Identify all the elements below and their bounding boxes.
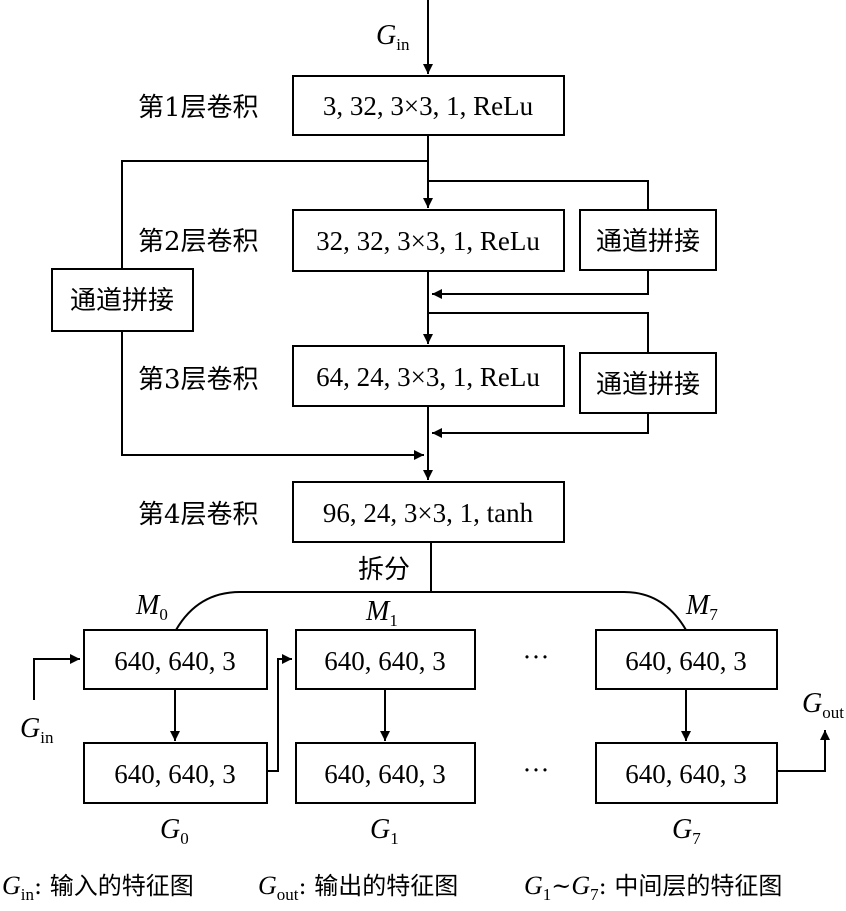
m0-label: M0 (135, 590, 168, 624)
layer3-box (292, 345, 565, 407)
top-box-7-text: 640, 640, 3 (625, 646, 747, 676)
layer4-box (292, 481, 565, 543)
left-skip-bottom (121, 331, 424, 460)
right-concat-box-1 (579, 209, 717, 271)
layer3-label: 第3层卷积 (138, 365, 259, 395)
g0-to-m1-arrow (267, 654, 292, 772)
right-skip-1-bottom (432, 270, 649, 299)
top-box-1-text: 640, 640, 3 (324, 646, 446, 676)
top-ellipsis: ··· (523, 642, 550, 672)
layer1-label: 第1层卷积 (138, 93, 259, 123)
output-arrow (777, 730, 830, 772)
layer2-params: 32, 32, 3×3, 1, ReLu (316, 226, 540, 256)
input-label: Gin (376, 20, 410, 54)
right-skip-2-bottom (432, 413, 649, 438)
layer2-box (292, 209, 565, 272)
top-box-7 (595, 629, 778, 690)
m1-label: M1 (365, 596, 398, 630)
legend-item-gout: Gout: 输出的特征图 (258, 871, 458, 904)
left-concat-box (51, 268, 194, 332)
bottom-box-1 (295, 742, 476, 804)
right-concat-label-2: 通道拼接 (596, 370, 700, 400)
bottom-ellipsis: ··· (523, 755, 550, 785)
bottom-box-0 (83, 742, 268, 804)
g7-label: G7 (672, 814, 701, 848)
bottom-box-0-text: 640, 640, 3 (114, 759, 236, 789)
bottom-box-7 (595, 742, 778, 804)
g0-label: G0 (160, 814, 189, 848)
layer3-params: 64, 24, 3×3, 1, ReLu (316, 362, 540, 392)
split-label: 拆分 (358, 555, 410, 585)
right-skip-2-top (428, 312, 649, 353)
layer4-params: 96, 24, 3×3, 1, tanh (323, 498, 534, 528)
m7-label: M7 (685, 590, 718, 624)
right-skip-1-top (428, 180, 649, 210)
legend-item-gin: Gin: 输入的特征图 (2, 871, 194, 904)
right-concat-label-1: 通道拼接 (596, 227, 700, 257)
left-concat-label: 通道拼接 (70, 286, 174, 316)
layer1-params: 3, 32, 3×3, 1, ReLu (323, 91, 534, 121)
right-concat-box-2 (579, 352, 717, 414)
bottom-box-7-text: 640, 640, 3 (625, 759, 747, 789)
output-label: Gout (802, 688, 844, 722)
top-box-0 (83, 629, 268, 690)
split-branches (175, 591, 687, 631)
left-input-label: Gin (20, 713, 54, 747)
layer4-label: 第4层卷积 (138, 500, 259, 530)
left-skip-top (121, 160, 428, 269)
bottom-box-1-text: 640, 640, 3 (324, 759, 446, 789)
layer2-label: 第2层卷积 (138, 227, 259, 257)
top-box-0-text: 640, 640, 3 (114, 646, 236, 676)
g1-label: G1 (370, 814, 399, 848)
left-input-arrow (33, 654, 80, 700)
legend-item-g1g7: G1~G7: 中间层的特征图 (524, 871, 782, 904)
